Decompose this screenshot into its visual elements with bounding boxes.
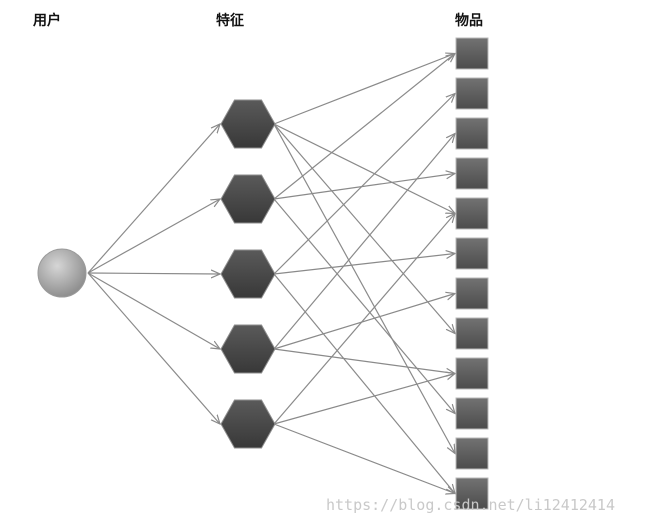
item-box-8	[455, 317, 489, 350]
edge-feature-4-item-3	[273, 134, 455, 350]
edge-feature-3-item-2	[273, 94, 455, 275]
edge-user-feature-4	[87, 272, 220, 349]
item-box-9	[455, 357, 489, 390]
feature-nodes	[220, 99, 276, 449]
watermark-url: https://blog.csdn.net/li12412414	[326, 496, 615, 514]
item-box-10	[455, 397, 489, 430]
feature-hexagon-5	[220, 399, 276, 449]
edge-feature-1-item-11	[273, 123, 455, 454]
item-box-11	[455, 437, 489, 470]
edge-user-feature-3	[87, 273, 220, 274]
edge-feature-4-item-9	[273, 348, 455, 374]
edge-feature-4-item-7	[273, 294, 455, 350]
item-nodes	[455, 37, 489, 510]
item-box-5	[455, 197, 489, 230]
edge-user-feature-5	[87, 272, 220, 424]
item-column-label: 物品	[455, 12, 483, 29]
edge-feature-1-item-8	[273, 123, 455, 334]
edge-feature-5-item-5	[273, 214, 455, 425]
edge-feature-1-item-5	[273, 123, 455, 214]
item-box-6	[455, 237, 489, 270]
edge-feature-2-item-1	[273, 54, 455, 200]
item-box-7	[455, 277, 489, 310]
item-box-3	[455, 117, 489, 150]
feature-hexagon-3	[220, 249, 276, 299]
feature-hexagon-2	[220, 174, 276, 224]
connection-edges	[87, 54, 455, 494]
edge-feature-2-item-10	[273, 198, 455, 414]
edge-feature-3-item-6	[273, 254, 455, 275]
user-node	[37, 248, 87, 298]
edge-feature-5-item-12	[273, 423, 455, 494]
edge-user-feature-2	[87, 199, 220, 274]
user-column-label: 用户	[33, 12, 61, 29]
item-box-1	[455, 37, 489, 70]
feature-hexagon-1	[220, 99, 276, 149]
item-box-2	[455, 77, 489, 110]
edge-feature-3-item-12	[273, 273, 455, 494]
edge-feature-5-item-9	[273, 374, 455, 425]
feature-column-label: 特征	[216, 12, 244, 29]
item-box-4	[455, 157, 489, 190]
item-box-12	[455, 477, 489, 510]
edge-feature-1-item-1	[273, 54, 455, 125]
edge-user-feature-1	[87, 124, 220, 274]
feature-hexagon-4	[220, 324, 276, 374]
edge-feature-2-item-4	[273, 174, 455, 200]
